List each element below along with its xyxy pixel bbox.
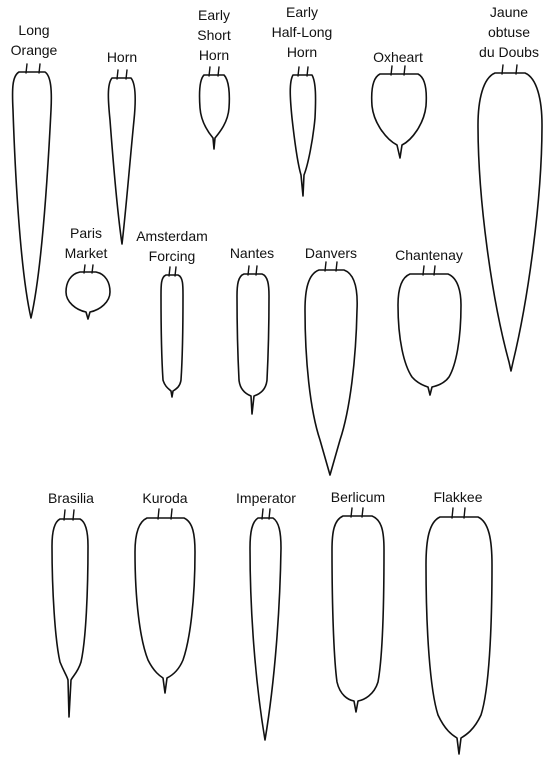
label-early-half-long-horn-line-2: Half-Long (272, 24, 333, 40)
label-early-short-horn-line-3: Horn (199, 47, 229, 63)
label-amsterdam-forcing-line-1: Amsterdam (136, 228, 208, 244)
label-early-short-horn-line-1: Early (198, 7, 230, 23)
label-early-short-horn-line-2: Short (197, 27, 231, 43)
label-flakkee: Flakkee (433, 489, 482, 505)
label-paris-market-line-2: Market (65, 245, 108, 261)
label-danvers: Danvers (305, 245, 357, 261)
label-early-half-long-horn-line-1: Early (286, 4, 318, 20)
label-jaune-obtuse-du-doubs-line-2: obtuse (488, 24, 530, 40)
label-long-orange-line-2: Orange (11, 42, 58, 58)
label-amsterdam-forcing-line-2: Forcing (149, 248, 196, 264)
label-early-half-long-horn-line-3: Horn (287, 44, 317, 60)
label-long-orange-line-1: Long (18, 22, 49, 38)
label-brasilia: Brasilia (48, 490, 94, 506)
label-horn: Horn (107, 49, 137, 65)
label-paris-market-line-1: Paris (70, 225, 102, 241)
label-oxheart: Oxheart (373, 49, 423, 65)
label-jaune-obtuse-du-doubs-line-3: du Doubs (479, 44, 539, 60)
label-kuroda: Kuroda (142, 490, 187, 506)
label-imperator: Imperator (236, 490, 296, 506)
label-berlicum: Berlicum (331, 489, 385, 505)
label-chantenay: Chantenay (395, 247, 463, 263)
label-jaune-obtuse-du-doubs-line-1: Jaune (490, 4, 528, 20)
label-nantes: Nantes (230, 245, 274, 261)
